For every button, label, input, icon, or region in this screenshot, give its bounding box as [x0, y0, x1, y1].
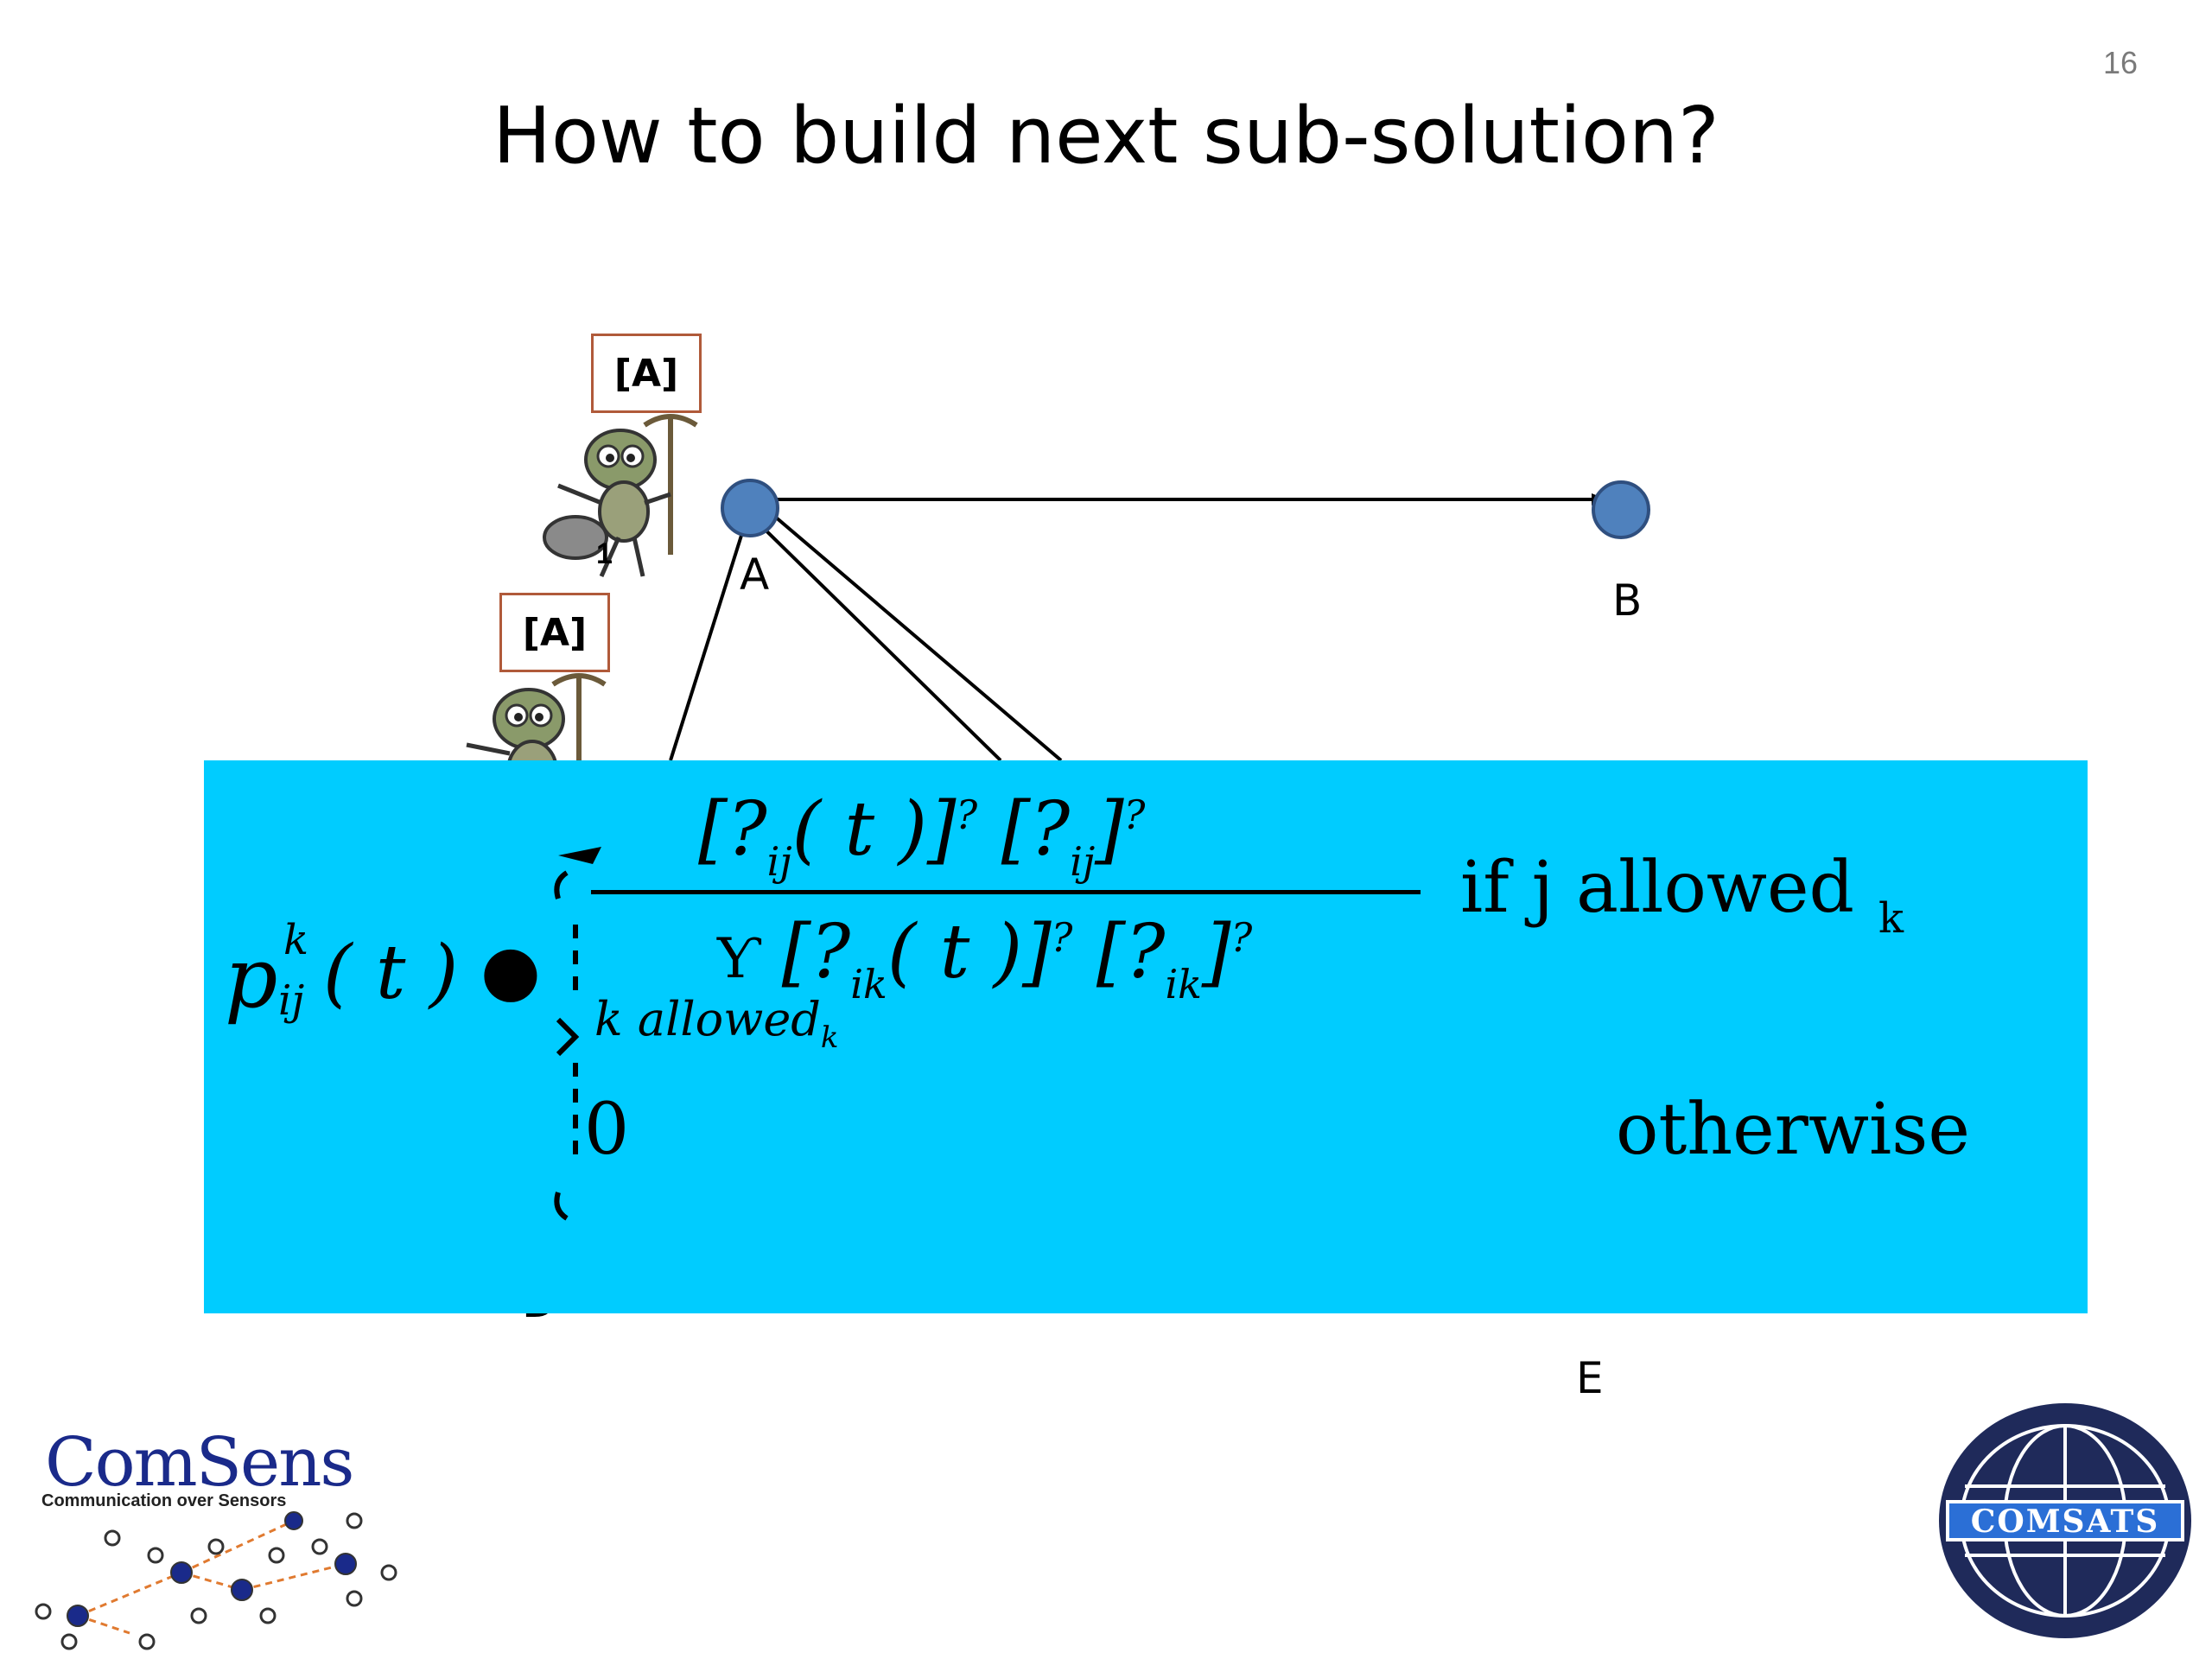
edge-a-c	[669, 507, 752, 761]
formula-panel: p k ij ( t ) ● [?ij( t )]? [?ij]? Ƴ [?ik…	[204, 760, 2088, 1313]
formula-numerator: [?ij( t )]? [?ij]?	[698, 786, 1146, 885]
formula-lhs-sub: ij	[278, 976, 305, 1025]
sum-under: k allowedk	[594, 992, 839, 1055]
formula-lhs-t: ( t )	[323, 930, 459, 1016]
den-open: [	[781, 909, 811, 995]
ant-2-tag: [A]	[499, 593, 610, 672]
formula-equals: ●	[480, 930, 541, 1010]
comsats-globe-icon	[1939, 1403, 2191, 1638]
slide-number: 16	[2102, 45, 2138, 80]
den-exp2: ?	[1230, 914, 1253, 961]
slide-title: How to build next sub-solution?	[493, 91, 1719, 181]
den-sub1: ik	[850, 961, 887, 1007]
comsens-name: ComSens	[45, 1424, 354, 1502]
num-close2: ]	[1095, 786, 1124, 873]
den-arg1: ( t )]	[887, 909, 1052, 995]
den-exp1: ?	[1051, 914, 1073, 961]
if-clause-sub: k	[1878, 894, 1904, 943]
den-sym1: ?	[810, 909, 851, 995]
num-exp2: ?	[1123, 791, 1146, 838]
den-open2: [	[1096, 909, 1126, 995]
if-clause-text: if j allowed	[1460, 847, 1855, 929]
comsats-logo: COMSATS	[1936, 1400, 2195, 1642]
comsats-name: COMSATS	[1970, 1503, 2160, 1540]
piecewise-brace	[554, 847, 601, 1221]
num-sub2: ij	[1070, 838, 1096, 885]
formula-lhs-sup: k	[283, 916, 309, 964]
fraction-bar	[591, 890, 1421, 894]
ant-1-icon	[543, 414, 698, 578]
den-sym2: ?	[1125, 909, 1166, 995]
formula-denominator: Ƴ [?ik( t )]? [?ik]?	[717, 909, 1253, 1007]
sum-under-sub: k	[820, 1020, 839, 1055]
node-label-b: B	[1612, 575, 1643, 626]
edge-a-d-2	[755, 499, 1063, 762]
num-arg1: ( t )]	[791, 786, 957, 873]
formula-lhs-p: p	[225, 930, 278, 1027]
sum-under-text: k allowed	[594, 992, 821, 1046]
formula-otherwise: otherwise	[1616, 1089, 1970, 1171]
num-sym1: ?	[727, 786, 767, 873]
ant-2-icon	[466, 673, 607, 760]
node-label-a: A	[740, 550, 770, 600]
node-b	[1592, 480, 1650, 539]
num-exp1: ?	[956, 791, 978, 838]
sensor-network-icon	[35, 1511, 397, 1650]
ant-1-tag: [A]	[591, 334, 702, 413]
num-sym2: ?	[1030, 786, 1071, 873]
comsens-tagline: Communication over Sensors	[41, 1491, 287, 1510]
edge-a-d-1	[743, 508, 1002, 762]
node-a	[721, 479, 779, 537]
den-sub2: ik	[1165, 961, 1203, 1007]
num-sub1: ij	[766, 838, 792, 885]
den-close2: ]	[1202, 909, 1231, 995]
if-clause: if j allowed k	[1460, 847, 1904, 943]
ant-1-number: 1	[596, 537, 613, 570]
comsens-logo: ComSens Communication over Sensors	[26, 1417, 406, 1650]
den-sigma: Ƴ	[717, 927, 759, 991]
node-label-e: E	[1576, 1353, 1604, 1403]
formula-zero: 0	[584, 1089, 630, 1171]
num-open2: [	[1001, 786, 1031, 873]
num-open: [	[698, 786, 728, 873]
